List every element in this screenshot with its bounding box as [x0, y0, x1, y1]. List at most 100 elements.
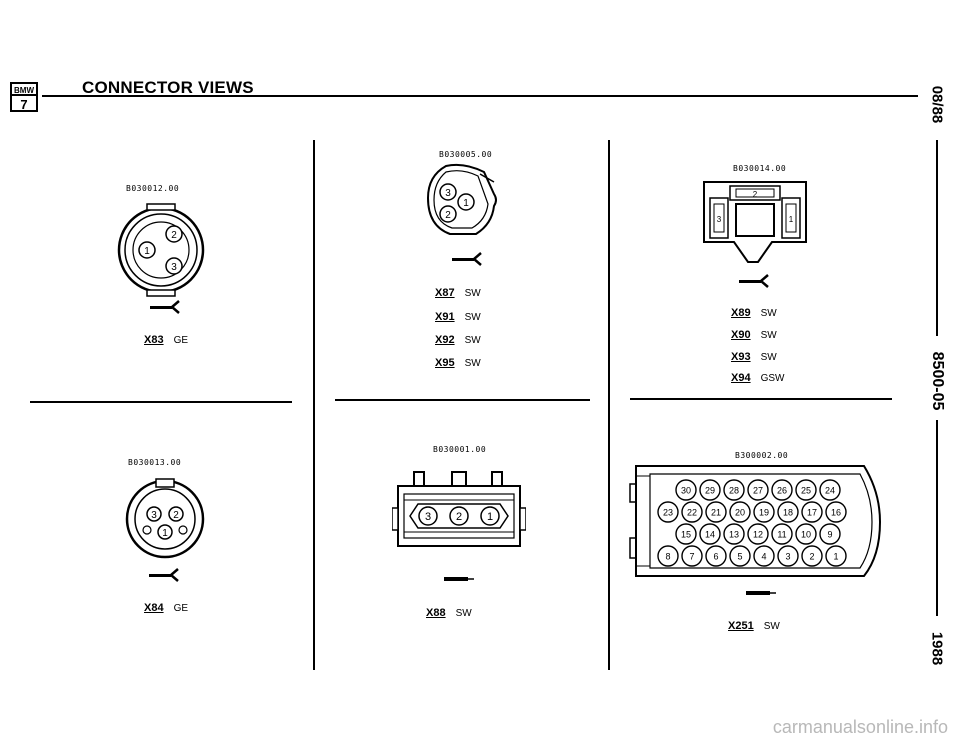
- wire-color: GSW: [760, 373, 785, 384]
- side-year: 1988: [928, 631, 946, 666]
- pin-socket: [801, 545, 823, 567]
- pin-socket: [819, 523, 841, 545]
- pin-socket: [699, 523, 721, 545]
- connector-entry: X93 SW: [731, 347, 777, 365]
- pin-socket: [825, 545, 847, 567]
- pin-socket: [675, 479, 697, 501]
- wire-color: SW: [464, 358, 481, 369]
- pin-socket: [729, 545, 751, 567]
- pin-socket: [657, 545, 679, 567]
- logo-top-text: BMW: [14, 86, 34, 95]
- pin-label: 6: [713, 552, 718, 562]
- pin-label: 3: [171, 262, 177, 273]
- connector-plug-icon: [746, 591, 776, 595]
- connector-direction-icon: [149, 568, 179, 582]
- pin-label: 1: [487, 511, 493, 523]
- pin-label: 10: [801, 530, 811, 540]
- connector-code: X95: [435, 357, 455, 369]
- pin-label: 12: [753, 530, 763, 540]
- pin-label: 23: [663, 508, 673, 518]
- pin-label: 17: [807, 508, 817, 518]
- connector-reference: B030014.00: [733, 164, 787, 173]
- pin-socket: [729, 501, 751, 523]
- pin-socket: [699, 479, 721, 501]
- pin-socket: [675, 523, 697, 545]
- pin-label: 2: [173, 510, 179, 521]
- connector-code: X94: [731, 372, 751, 384]
- pin-label: 30: [681, 486, 691, 496]
- pin-label: 1: [463, 198, 469, 209]
- pin-label: 3: [717, 215, 722, 224]
- pin-socket: [771, 523, 793, 545]
- connector-diagram-3pin-round: 3 2 1: [125, 478, 205, 559]
- pin-label: 2: [171, 230, 177, 241]
- pin-label: 2: [809, 552, 814, 562]
- wire-color: SW: [760, 352, 777, 363]
- pin-label: 29: [705, 486, 715, 496]
- connector-code: X251: [728, 620, 754, 632]
- row-divider-1: [30, 401, 292, 403]
- pin-label: 1: [144, 246, 150, 257]
- pin-socket: [747, 523, 769, 545]
- side-rule-2: [936, 420, 938, 616]
- pin-label: 22: [687, 508, 697, 518]
- connector-code: X93: [731, 351, 751, 363]
- wire-color: SW: [760, 308, 777, 319]
- pin-label: 3: [445, 188, 451, 199]
- pin-label: 3: [425, 511, 431, 523]
- pin-label: 3: [785, 552, 790, 562]
- connector-code: X88: [426, 607, 446, 619]
- header-rule: [42, 95, 918, 97]
- wire-color: SW: [464, 335, 481, 346]
- row-divider-2: [335, 399, 590, 401]
- pin-label: 3: [151, 510, 157, 521]
- connector-direction-icon: [150, 300, 180, 314]
- pin-socket: [747, 479, 769, 501]
- side-rule-1: [936, 140, 938, 336]
- column-divider-1: [313, 140, 315, 670]
- connector-code: X83: [144, 334, 164, 346]
- pin-socket: [753, 501, 775, 523]
- pin-socket: [795, 479, 817, 501]
- pin-label: 27: [753, 486, 763, 496]
- pin-socket: [771, 479, 793, 501]
- column-divider-2: [608, 140, 610, 670]
- connector-reference: B030001.00: [433, 445, 487, 454]
- pin-socket: [777, 501, 799, 523]
- connector-diagram-3pin-round: 2 1 3: [117, 203, 205, 297]
- wire-color: GE: [173, 603, 189, 614]
- pin-socket: [657, 501, 679, 523]
- pin-label: 2: [445, 210, 451, 221]
- pin-label: 1: [833, 552, 838, 562]
- pin-socket: [681, 501, 703, 523]
- wire-color: SW: [464, 288, 481, 299]
- watermark: carmanualsonline.info: [772, 717, 948, 737]
- pin-socket: [723, 479, 745, 501]
- pin-socket: [801, 501, 823, 523]
- pin-socket: [723, 523, 745, 545]
- bmw-7-logo: BMW 7: [10, 82, 38, 112]
- pin-label: 2: [456, 511, 462, 523]
- pin-label: 11: [777, 530, 786, 540]
- pin-label: 20: [735, 508, 745, 518]
- pin-label: 28: [729, 486, 739, 496]
- connector-diagram-3pin-flat: 3 2 1: [392, 471, 526, 547]
- pin-socket: [795, 523, 817, 545]
- wire-color: SW: [464, 312, 481, 323]
- pin-label: 4: [761, 552, 766, 562]
- connector-entry: X95 SW: [435, 353, 481, 371]
- pin-label: 16: [831, 508, 841, 518]
- pin-label: 26: [777, 486, 787, 496]
- row-divider-3: [630, 398, 892, 400]
- side-doc-number: 8500-05: [929, 351, 946, 411]
- pin-label: 24: [825, 486, 835, 496]
